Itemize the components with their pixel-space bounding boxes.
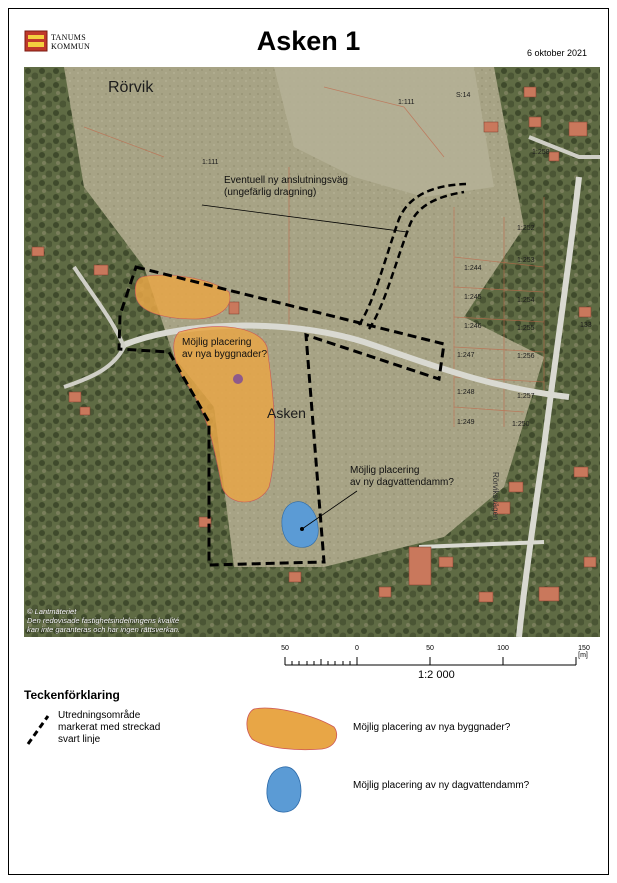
map-canvas — [24, 67, 600, 637]
scale-bar-graphic — [284, 657, 577, 666]
main-road — [117, 322, 570, 400]
parcel-label: 1:254 — [517, 297, 535, 304]
study-area-boundary — [117, 265, 446, 567]
shield-icon — [24, 30, 48, 52]
road-callout-line1: Eventuell ny anslutningsväg — [224, 175, 348, 186]
parcel-label: S:14 — [456, 92, 471, 99]
parcel-label: 1:250 — [512, 421, 530, 428]
road-label-rorviksvagen: Rörviksvägen — [491, 472, 500, 521]
pond-callout-leader — [301, 490, 358, 530]
pond-area — [281, 501, 319, 548]
parcel-label: 1:247 — [457, 352, 475, 359]
parcel-label: 1:248 — [457, 389, 475, 396]
building-callout-line2: av nya byggnader? — [182, 349, 268, 360]
side-road-3 — [528, 135, 600, 159]
parcel-label: 1:111 — [202, 159, 219, 166]
parcel-label: 1:256 — [517, 353, 535, 360]
scale-tick-label: 0 — [355, 645, 359, 652]
legend-item-buildings: Möjlig placering av nya byggnader? — [353, 722, 511, 733]
legend-item-pond: Möjlig placering av ny dagvattendamm? — [353, 780, 530, 791]
side-road-2 — [418, 540, 545, 549]
pond-callout-line1: Möjlig placering — [350, 465, 420, 476]
logo-text-line2: KOMMUN — [51, 42, 91, 51]
copyright-line2: Den redovisade fastighetsindelningens kv… — [27, 616, 180, 625]
legend-pond-swatch-icon — [266, 766, 302, 813]
municipality-logo: TANUMS KOMMUN — [24, 30, 104, 56]
copyright-notice: © Lantmäteriet Den redovisade fastighets… — [27, 607, 180, 634]
legend-item-boundary-line3: svart linje — [58, 734, 101, 745]
place-label-asken: Asken — [267, 405, 306, 421]
place-label-rorvik: Rörvik — [108, 79, 154, 96]
parcel-label: 1:246 — [464, 323, 482, 330]
parcel-label: 1:244 — [464, 265, 482, 272]
aerial-map[interactable]: Rörvik Asken Rörviksvägen 1:111 1:111 S:… — [24, 67, 600, 637]
scale-bar: 50 0 50 100 150 [m] 1:2 000 — [270, 645, 590, 705]
parcel-label: 1:249 — [457, 419, 475, 426]
parcel-lines — [83, 86, 545, 427]
road-callout-leader — [201, 204, 408, 233]
legend-item-boundary-line1: Utredningsområde — [58, 710, 141, 721]
field-upper — [274, 67, 494, 197]
building-area-north — [134, 274, 231, 320]
possible-access-road-edge — [357, 182, 467, 326]
side-road — [63, 265, 127, 389]
parcel-label: 133 — [580, 322, 592, 329]
building-callout: Möjlig placering av nya byggnader? — [182, 337, 267, 361]
copyright-line1: © Lantmäteriet — [27, 607, 77, 616]
pond-callout-line2: av ny dagvattendamm? — [350, 477, 454, 488]
page-frame — [8, 8, 609, 875]
parcel-label: 1:245 — [464, 294, 482, 301]
road-callout-line2: (ungefärlig dragning) — [224, 187, 317, 198]
houses — [31, 86, 597, 603]
scale-tick-label: 150 [m] — [578, 645, 590, 659]
building-area-marker — [233, 374, 243, 384]
legend-dashed-line-icon — [26, 715, 50, 745]
parcel-label: 1:253 — [517, 257, 535, 264]
legend-item-boundary: Utredningsområde markerat med streckad s… — [58, 710, 160, 746]
parcel-label: 1:258 — [532, 149, 550, 156]
parcel-label: 1:111 — [398, 99, 415, 106]
legend-title: Teckenförklaring — [24, 688, 120, 702]
copyright-line3: kan inte garanteras och har ingen rättsv… — [27, 625, 181, 634]
building-area-south — [173, 326, 275, 503]
scale-tick-label: 50 — [426, 645, 434, 652]
road-callout: Eventuell ny anslutningsväg (ungefärlig … — [224, 175, 348, 199]
legend-item-boundary-line2: markerat med streckad — [58, 722, 161, 733]
parcel-label: 1:257 — [517, 393, 535, 400]
legend-building-swatch-icon — [246, 707, 338, 751]
pond-callout-dot — [300, 527, 304, 531]
parcel-label: 1:252 — [517, 225, 535, 232]
pond-callout: Möjlig placering av ny dagvattendamm? — [350, 465, 454, 489]
rorviksvagen-road — [516, 176, 582, 637]
date-label: 6 oktober 2021 — [526, 48, 587, 58]
scale-tick-label: 100 — [497, 645, 509, 652]
possible-access-road — [367, 190, 465, 330]
scale-ratio: 1:2 000 — [418, 669, 455, 681]
building-callout-line1: Möjlig placering — [182, 337, 252, 348]
logo-text-line1: TANUMS — [51, 33, 86, 42]
parcel-label: 1:255 — [517, 325, 535, 332]
scale-tick-label: 50 — [281, 645, 289, 652]
page-title: Asken 1 — [256, 26, 361, 56]
